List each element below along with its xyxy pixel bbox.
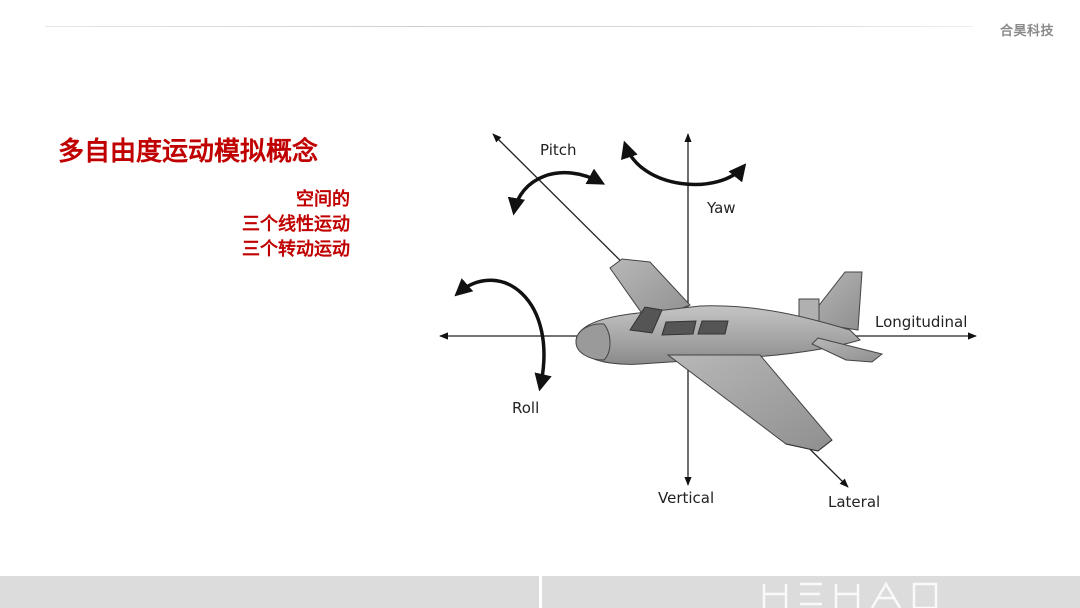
yaw-rotation-arrow [621,140,747,187]
roll-label: Roll [512,399,539,417]
bullet-item: 三个转动运动 [242,239,350,260]
brand-name: 合昊科技 [999,24,1054,39]
footer-bar-right [542,576,1080,608]
yaw-label: Yaw [706,199,736,217]
pitch-rotation-arrow [507,168,606,216]
bullet-item: 三个线性运动 [242,214,350,235]
bullet-list: 空间的 三个线性运动 三个转动运动 [200,187,350,262]
slide-title: 多自由度运动模拟概念 [58,137,319,167]
aircraft-illustration [575,258,884,452]
longitudinal-label: Longitudinal [875,313,967,331]
header-rule [45,26,973,27]
pitch-label: Pitch [540,141,577,159]
footer-watermark [762,581,938,608]
footer-bar-left [0,576,539,608]
bullet-item: 空间的 [296,189,350,210]
roll-rotation-arrow [454,278,552,392]
vertical-label: Vertical [658,489,714,507]
lateral-label: Lateral [828,493,880,511]
